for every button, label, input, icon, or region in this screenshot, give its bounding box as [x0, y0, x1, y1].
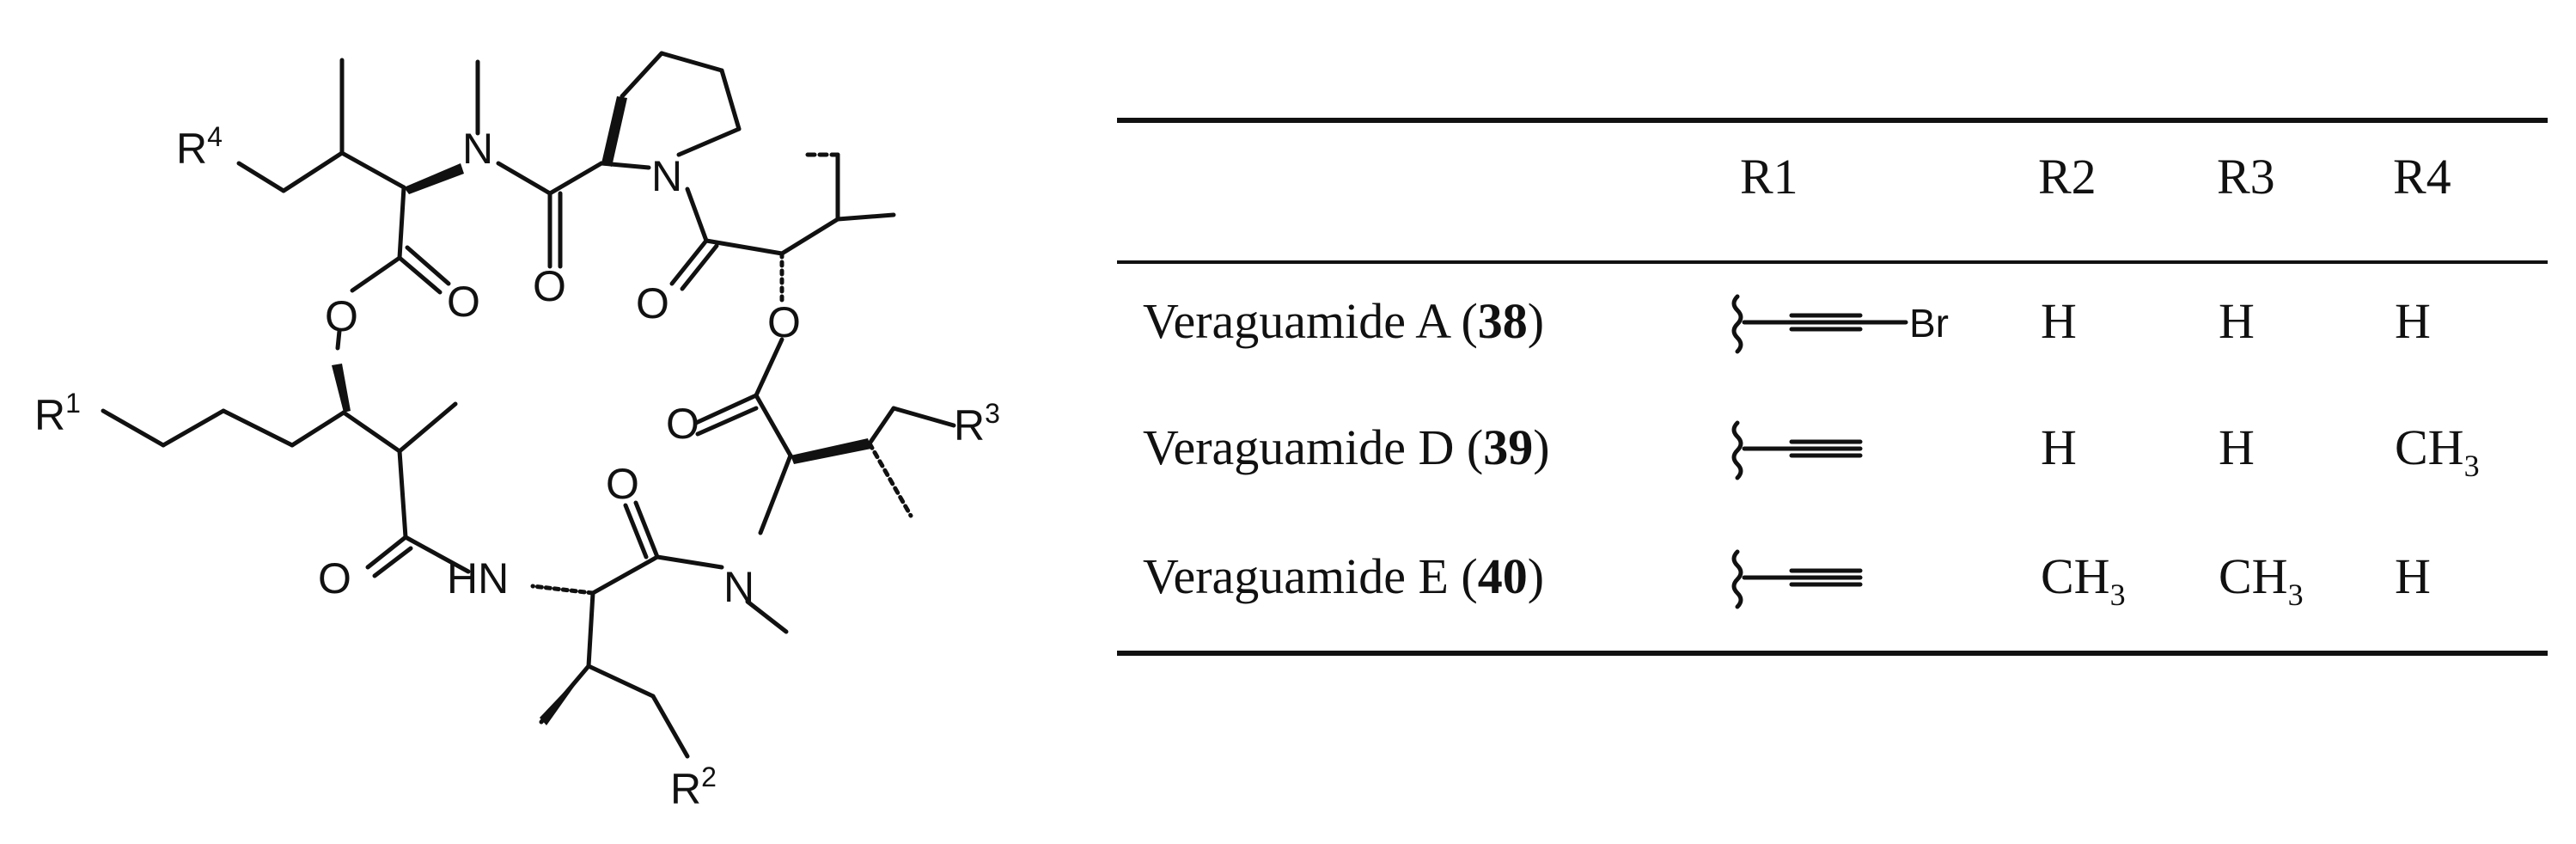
r4-value: H	[2395, 293, 2431, 349]
r4-value: H	[2395, 548, 2431, 604]
o-ester-carbonyl-right: O	[666, 400, 699, 448]
n-methyl-bottom: N	[723, 563, 754, 611]
compound-name: Veraguamide A (38)	[1143, 293, 1544, 349]
right-upper-unit	[669, 152, 896, 458]
stereo-wedge	[791, 438, 871, 464]
o-ester-ring-right: O	[767, 298, 801, 346]
table-row: Veraguamide A (38) Br H H H	[1143, 293, 2431, 354]
veraguamide-structure: R4 R1 R3 R2 N N N HN O O O O O O O O	[34, 51, 1000, 813]
o-amide-top: O	[533, 262, 566, 310]
r2-label: R2	[670, 761, 717, 813]
left-upper-ester	[335, 185, 451, 351]
header-r4: R4	[2393, 149, 2451, 205]
table-row: Veraguamide E (40) CH3 CH3 H	[1143, 548, 2431, 612]
header-r3: R3	[2217, 149, 2275, 205]
header-r2: R2	[2038, 149, 2097, 205]
o-amide-left: O	[318, 554, 351, 602]
r4-label: R4	[176, 121, 223, 173]
stereo-wedge	[540, 666, 589, 725]
r3-side-chain	[758, 406, 956, 535]
left-lower-unit	[101, 364, 471, 578]
o-ester-ring-left: O	[325, 292, 358, 340]
substituent-table: R1 R2 R3 R4 Veraguamide A (38) Br H H H …	[1117, 118, 2548, 656]
n-methyl-top: N	[462, 125, 493, 173]
r2-value: CH3	[2041, 548, 2126, 612]
r2-side-chain	[530, 584, 690, 759]
bottom-n-methyl-amide	[590, 500, 789, 634]
stereo-wedge	[332, 364, 351, 413]
o-amide-proline: O	[636, 279, 669, 327]
r3-value: CH3	[2219, 548, 2304, 612]
o-amide-bottom: O	[606, 460, 639, 508]
r1-alkyne-bromo: Br	[1731, 294, 1949, 354]
top-n-methyl-amide	[404, 59, 604, 269]
r1-alkyne	[1731, 420, 1863, 480]
r3-value: H	[2219, 419, 2255, 475]
proline-ring	[599, 51, 742, 243]
r2-value: H	[2041, 419, 2077, 475]
bromine-label: Br	[1909, 301, 1949, 346]
compound-name: Veraguamide D (39)	[1143, 419, 1550, 475]
n-proline: N	[651, 152, 682, 200]
header-r1: R1	[1740, 149, 1798, 205]
stereo-wedge	[601, 96, 627, 167]
r4-value: CH3	[2395, 419, 2480, 483]
r3-label: R3	[954, 398, 1000, 450]
r4-side-chain	[236, 58, 406, 193]
r3-value: H	[2219, 293, 2255, 349]
o-ester-carbonyl-left: O	[447, 278, 480, 326]
table-row: Veraguamide D (39) H H CH3	[1143, 419, 2480, 483]
stereo-wedge	[404, 163, 464, 194]
r1-alkyne	[1731, 549, 1863, 609]
r1-label: R1	[34, 388, 81, 439]
hn-amide: HN	[447, 554, 509, 602]
r2-value: H	[2041, 293, 2077, 349]
compound-name: Veraguamide E (40)	[1143, 548, 1544, 604]
